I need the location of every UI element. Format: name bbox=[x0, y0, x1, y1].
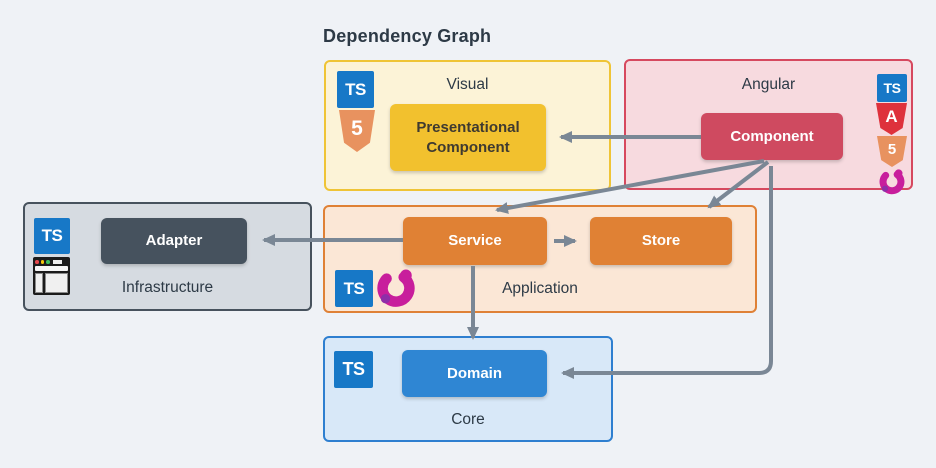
typescript-icon-glyph: TS bbox=[343, 278, 365, 298]
browser-tab-chip bbox=[52, 260, 62, 264]
group-application-label: Application bbox=[502, 280, 578, 297]
typescript-icon: TS bbox=[34, 218, 70, 254]
browser-dot-red bbox=[35, 260, 39, 264]
browser-address-bar bbox=[35, 266, 68, 271]
node-component: Component bbox=[701, 113, 843, 160]
rxjs-swirl bbox=[879, 169, 905, 195]
angular-icon-glyph: A bbox=[885, 107, 898, 126]
rxjs-icon bbox=[375, 266, 417, 308]
typescript-icon-glyph: TS bbox=[342, 359, 365, 379]
group-angular-label: Angular bbox=[741, 76, 796, 93]
node-presentational-component: Presentational Component bbox=[390, 104, 546, 171]
html5-icon-glyph: 5 bbox=[351, 117, 363, 140]
typescript-icon: TS bbox=[337, 71, 374, 108]
browser-sidebar-pane bbox=[35, 272, 43, 293]
rxjs-swirl bbox=[377, 269, 415, 307]
browser-dot-yellow bbox=[40, 260, 44, 264]
group-infrastructure-label: Infrastructure bbox=[121, 279, 214, 296]
node-domain: Domain bbox=[402, 350, 547, 397]
browser-content bbox=[35, 272, 68, 293]
browser-window-icon bbox=[33, 257, 70, 295]
browser-titlebar bbox=[35, 260, 68, 264]
html5-icon-glyph: 5 bbox=[887, 141, 897, 158]
typescript-icon-glyph: TS bbox=[883, 80, 901, 96]
browser-dot-green bbox=[46, 260, 50, 264]
node-service: Service bbox=[403, 217, 547, 265]
typescript-icon: TS bbox=[334, 351, 373, 388]
group-core-label: Core bbox=[451, 411, 485, 428]
typescript-icon-glyph: TS bbox=[345, 79, 366, 99]
rxjs-icon bbox=[878, 167, 906, 195]
diagram-title: Dependency Graph bbox=[323, 26, 492, 46]
group-visual-label: Visual bbox=[446, 76, 489, 93]
typescript-icon: TS bbox=[877, 74, 907, 102]
node-adapter: Adapter bbox=[101, 218, 247, 264]
typescript-icon: TS bbox=[335, 270, 373, 307]
node-store: Store bbox=[590, 217, 732, 265]
browser-main-pane bbox=[45, 272, 68, 293]
typescript-icon-glyph: TS bbox=[41, 226, 63, 245]
